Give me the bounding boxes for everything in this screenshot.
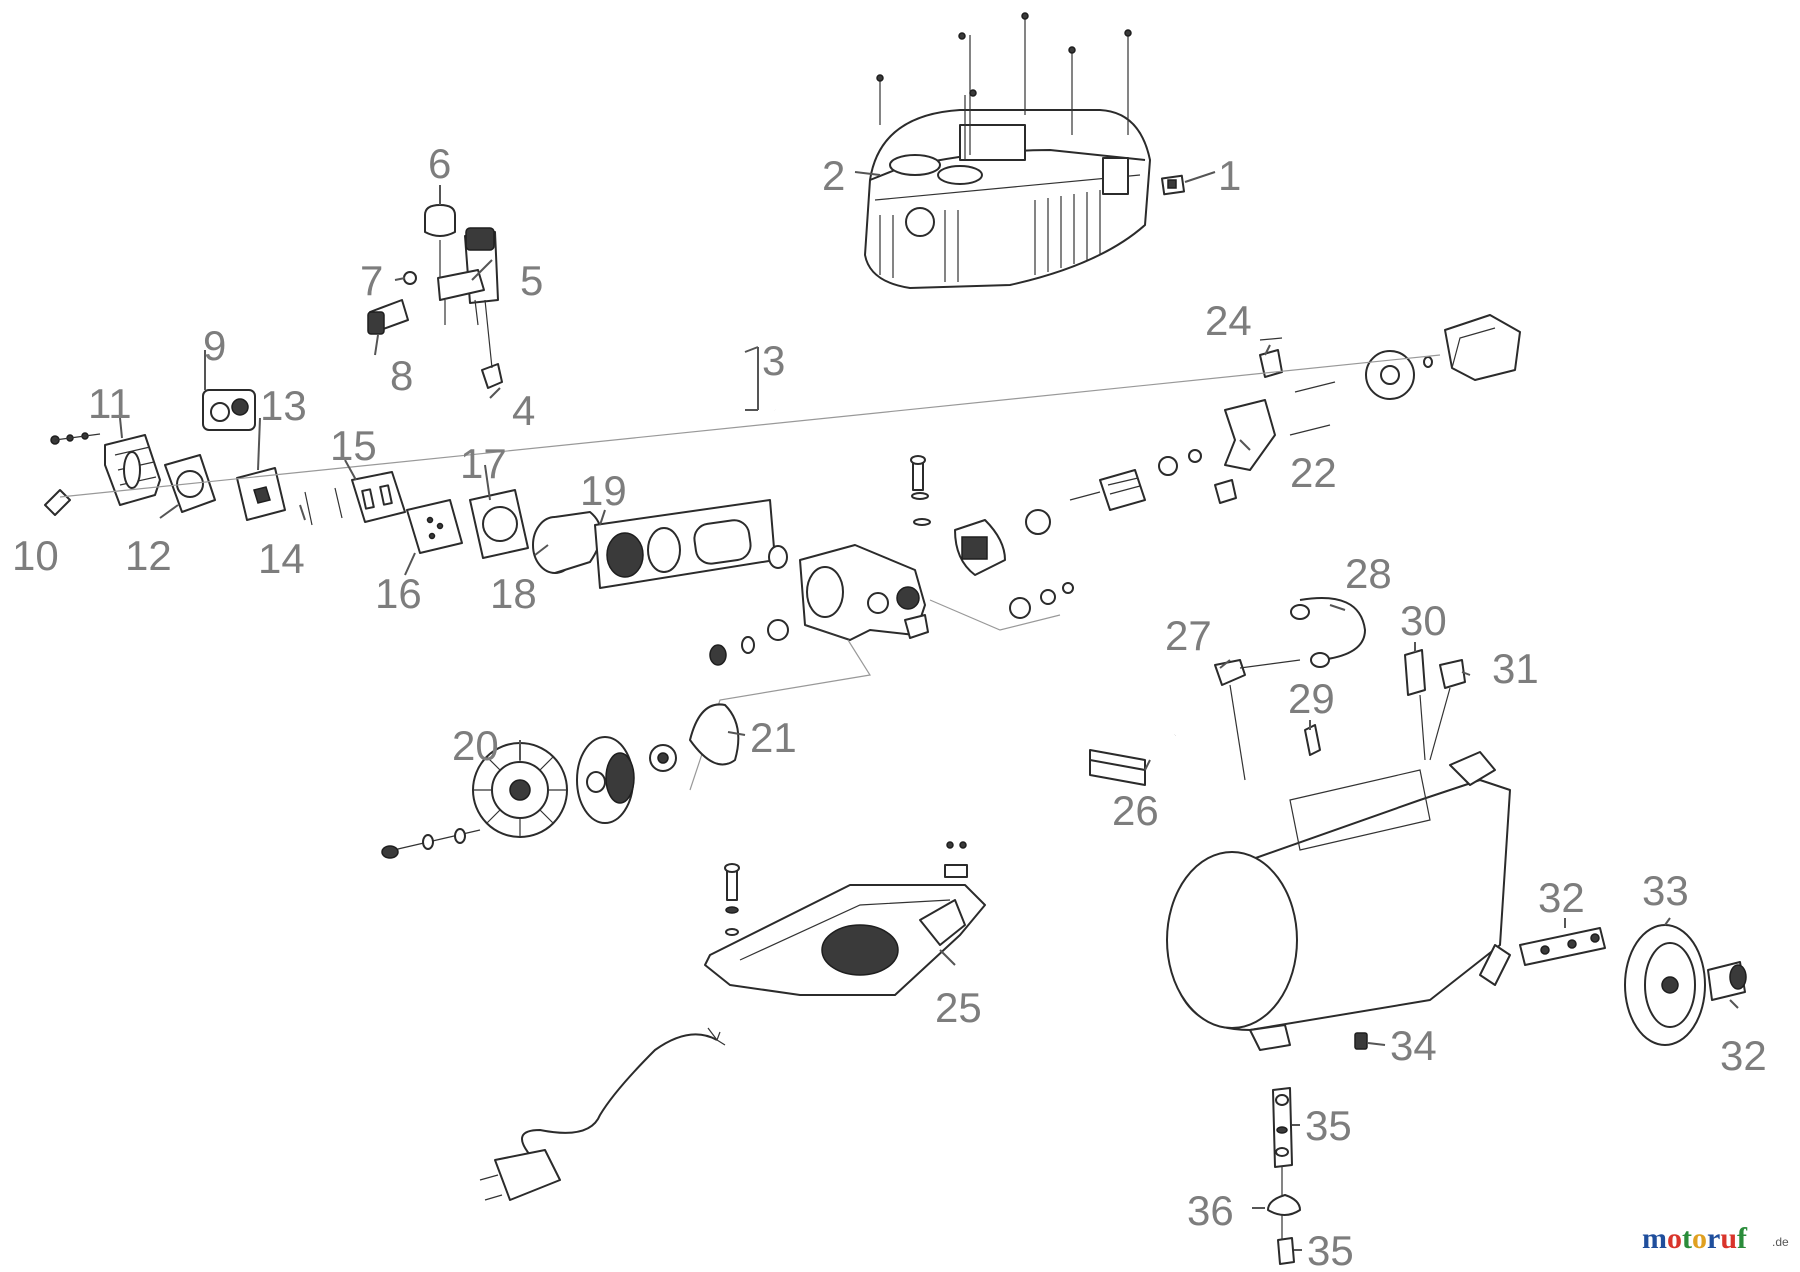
cooling-fan	[1365, 350, 1415, 400]
watermark-letter: o	[1667, 1222, 1682, 1255]
label-part-6: 6	[428, 140, 451, 187]
motor-cover	[864, 12, 1151, 289]
watermark-letter: f	[1737, 1222, 1748, 1255]
label-part-15: 15	[330, 422, 377, 469]
motor-assembly	[954, 314, 1521, 576]
leader-lines	[119, 171, 1739, 1251]
watermark-letter: o	[1692, 1222, 1707, 1255]
label-part-19: 19	[580, 467, 627, 514]
base-housing	[704, 841, 986, 996]
label-part-11: 11	[88, 380, 132, 427]
label-part-32-axle: 32	[1538, 874, 1585, 921]
label-part-10: 10	[12, 532, 59, 579]
label-part-7: 7	[360, 257, 383, 304]
label-part-5: 5	[520, 257, 543, 304]
label-part-8: 8	[390, 352, 413, 399]
flywheel-assembly	[381, 703, 740, 859]
label-part-3: 3	[762, 337, 785, 384]
label-part-30: 30	[1400, 597, 1447, 644]
label-part-29: 29	[1288, 675, 1335, 722]
label-part-28: 28	[1345, 550, 1392, 597]
label-part-25: 25	[935, 984, 982, 1031]
label-part-32-cap: 32	[1720, 1032, 1767, 1079]
label-part-26: 26	[1112, 787, 1159, 834]
label-part-31: 31	[1492, 645, 1539, 692]
watermark-letter: m	[1642, 1222, 1667, 1255]
label-part-9: 9	[203, 322, 226, 369]
label-part-12: 12	[125, 532, 172, 579]
label-part-35-upper: 35	[1305, 1102, 1352, 1149]
watermark-letter: u	[1720, 1222, 1737, 1255]
pressure-switch-assembly	[367, 204, 503, 389]
label-part-20: 20	[452, 722, 499, 769]
air-tank-assembly	[1089, 597, 1747, 1265]
label-part-22: 22	[1290, 449, 1337, 496]
label-part-16: 16	[375, 570, 422, 617]
label-part-27: 27	[1165, 612, 1212, 659]
switch-part	[1160, 174, 1186, 196]
watermark-suffix: .de	[1772, 1235, 1789, 1249]
label-part-2: 2	[822, 152, 845, 199]
part-number-labels: 1 2 3 4 5 6 7 8 9 10 11 12 13 14 15 16 1…	[12, 140, 1767, 1272]
label-part-33: 33	[1642, 867, 1689, 914]
watermark-letter: r	[1707, 1222, 1720, 1255]
label-part-18: 18	[490, 570, 537, 617]
hose-part	[650, 342, 776, 415]
watermark-letter: t	[1682, 1222, 1692, 1255]
label-part-36: 36	[1187, 1187, 1234, 1234]
label-part-1: 1	[1218, 152, 1241, 199]
label-part-13: 13	[260, 382, 307, 429]
label-part-24: 24	[1205, 297, 1252, 344]
crankcase	[709, 455, 1074, 666]
label-part-21: 21	[750, 714, 797, 761]
label-part-14: 14	[258, 535, 305, 582]
label-part-4: 4	[512, 387, 535, 434]
svg-text:motoruf: motoruf	[1642, 1222, 1748, 1255]
power-cord	[479, 1027, 726, 1201]
label-part-17: 17	[460, 440, 507, 487]
motoruf-watermark: motoruf .de	[1642, 1222, 1789, 1255]
label-part-34: 34	[1390, 1022, 1437, 1069]
label-part-35-lower: 35	[1307, 1227, 1354, 1272]
